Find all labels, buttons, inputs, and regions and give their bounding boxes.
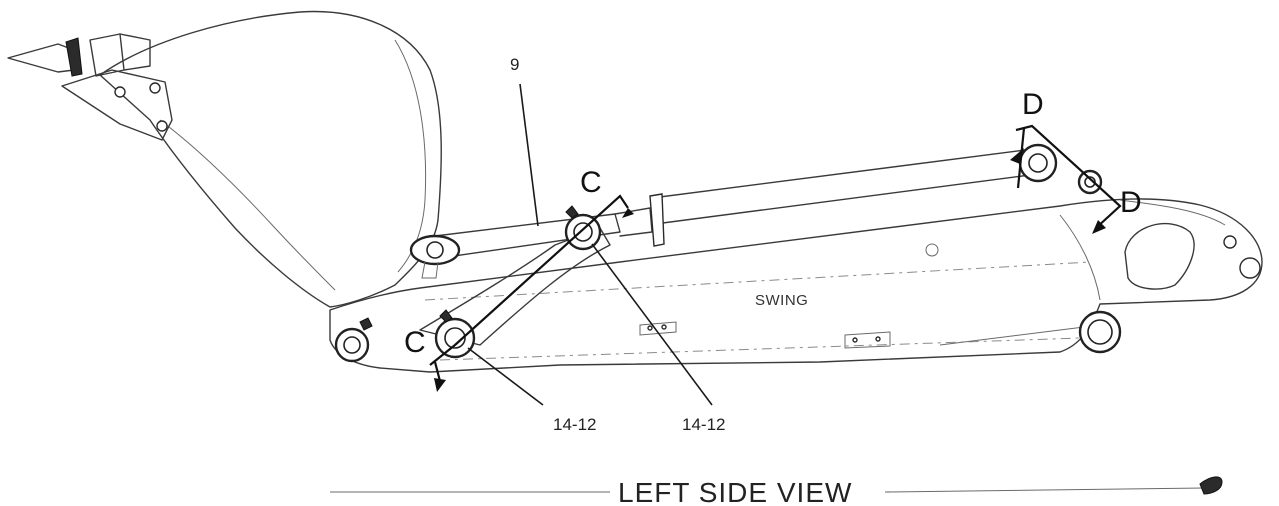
section-line-d	[1010, 124, 1122, 234]
pin-bucket	[409, 234, 461, 279]
bucket-link	[419, 227, 611, 346]
pin-link-upper	[564, 205, 602, 251]
label-section-d-top: D	[1022, 88, 1044, 121]
label-part-9: 9	[510, 55, 519, 74]
view-title-rules	[330, 476, 1223, 495]
section-line-c	[429, 194, 634, 392]
pin-cylinder-rear	[1018, 143, 1058, 183]
view-title: LEFT SIDE VIEW	[618, 477, 852, 506]
bucket	[7, 10, 442, 308]
label-swing: SWING	[755, 292, 808, 309]
label-section-c-bottom: C	[404, 326, 426, 359]
pin-link-lower	[434, 309, 476, 359]
pin-boom-upper	[1077, 169, 1103, 195]
leader-callout-left	[467, 347, 544, 406]
callout-left: 14-12	[553, 415, 596, 434]
callout-right: 14-12	[682, 415, 725, 434]
pin-boom-lower	[1078, 310, 1122, 354]
leader-part-9	[519, 83, 539, 227]
pin-bucket-hinge	[334, 317, 373, 363]
bucket-cylinder	[434, 149, 1031, 259]
label-section-c-top: C	[580, 166, 602, 199]
leader-callout-right	[591, 243, 713, 406]
label-section-d-right: D	[1120, 186, 1142, 219]
dipperstick	[329, 198, 1263, 373]
